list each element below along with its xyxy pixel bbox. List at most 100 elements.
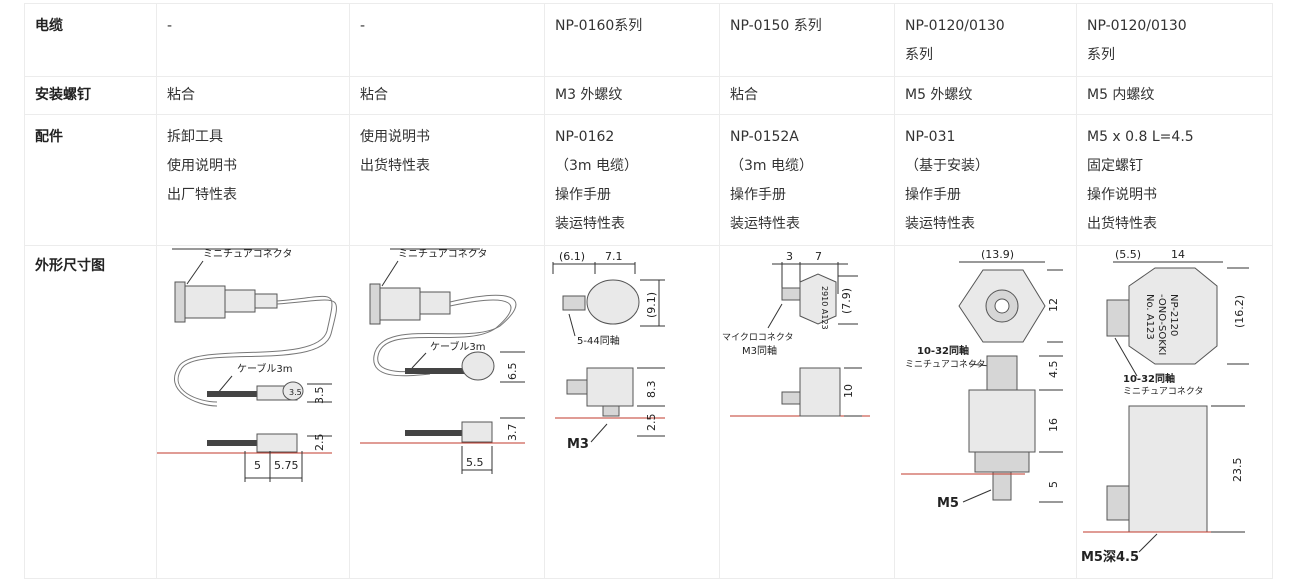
dimension-label: 16	[1047, 418, 1060, 432]
table-cell: 粘合	[349, 76, 545, 115]
cell-text: 粘合	[167, 87, 195, 103]
dimension-label: 5.75	[274, 459, 299, 472]
table-cell: -	[156, 3, 350, 77]
drawing-cell: (13.9) 12 10-32同軸 ミニチュアコネクタ 4.5 16 5 M5	[894, 245, 1077, 579]
cell-text: M5 内螺纹	[1087, 87, 1155, 103]
table-cell: NP-0152A（3m 电缆）操作手册装运特性表	[719, 114, 895, 246]
table-cell: NP-031（基于安装）操作手册装运特性表	[894, 114, 1077, 246]
model-marking: No. A123	[1144, 294, 1155, 340]
dimension-label: (9.1)	[645, 292, 658, 318]
dimension-label: 7.1	[605, 250, 623, 263]
cell-text: NP-0120/0130	[905, 18, 1005, 34]
cell-text: 粘合	[730, 87, 758, 103]
cell-text: （3m 电缆）	[730, 158, 813, 174]
cell-text: 系列	[1087, 47, 1115, 63]
table-cell: 粘合	[156, 76, 350, 115]
thread-label: 5-44同軸	[577, 334, 620, 347]
cell-text: 出货特性表	[360, 158, 430, 174]
table-cell: NP-0162 （3m 电缆） 操作手册装运特性表	[544, 114, 720, 246]
dimension-drawing: ミニチュアコネクタ ケーブル3m 3.5 3.5 2.5 5 5.75	[157, 248, 337, 482]
thread-label: M3同軸	[742, 344, 777, 357]
cell-text: 出厂特性表	[167, 187, 237, 203]
cell-text: 操作手册	[730, 187, 786, 203]
dimension-label: 23.5	[1231, 458, 1244, 483]
mount-label: M5深4.5	[1081, 549, 1139, 565]
table-cell: 拆卸工具使用说明书出厂特性表	[156, 114, 350, 246]
dimension-label: 10	[842, 384, 855, 398]
connector-label: ミニチュアコネクタ	[203, 248, 292, 260]
table-cell: M5 内螺纹	[1076, 76, 1273, 115]
cell-text: 操作说明书	[1087, 187, 1157, 203]
table-cell: NP-0150 系列	[719, 3, 895, 77]
mount-label: M3	[567, 437, 589, 452]
cell-text: 装运特性表	[905, 216, 975, 232]
model-marking: NP-2120	[1168, 294, 1179, 336]
table-cell: M5 外螺纹	[894, 76, 1077, 115]
row-header: 电缆	[24, 3, 157, 77]
cell-text: 使用说明书	[167, 158, 237, 174]
dimension-drawing: (13.9) 12 10-32同軸 ミニチュアコネクタ 4.5 16 5 M5	[901, 248, 1063, 511]
cell-text: M5 x 0.8 L=4.5	[1087, 129, 1194, 145]
cell-text: 出货特性表	[1087, 216, 1157, 232]
cell-text: -	[167, 18, 173, 34]
cable-label: ケーブル3m	[237, 362, 293, 375]
cell-text: 装运特性表	[555, 216, 625, 232]
dimension-label: 3.7	[506, 424, 519, 442]
drawing-cell: ミニチュアコネクタ ケーブル3m 3.5 3.5 2.5 5 5.75	[156, 245, 350, 579]
cable-label: ケーブル3m	[430, 340, 486, 353]
drawing-cell: 3 7 2910 A123 (7.9) マイクロコネクタ M3同軸 10	[719, 245, 895, 579]
dimension-label: 2.5	[645, 414, 658, 432]
cell-text: NP-031	[905, 129, 956, 145]
drawing-cell: (6.1) 7.1 (9.1) 5-44同軸 8.3 2.5 M3	[544, 245, 720, 579]
table-cell: M3 外螺纹	[544, 76, 720, 115]
dimension-label: 12	[1047, 298, 1060, 312]
cell-text: M3 外螺纹	[555, 87, 623, 103]
model-marking: 2910 A123	[820, 286, 829, 330]
dimension-drawing: (6.1) 7.1 (9.1) 5-44同軸 8.3 2.5 M3	[552, 250, 665, 452]
cell-text: NP-0162	[555, 129, 615, 145]
drawing-cell: ミニチュアコネクタ ケーブル3m 6.5 3.7 5.5	[349, 245, 545, 579]
cell-text: 固定螺钉	[1087, 158, 1143, 174]
table-cell: NP-0120/0130 系列	[1076, 3, 1273, 77]
cell-text: （3m 电缆）	[555, 158, 638, 174]
dimension-label: (13.9)	[981, 248, 1014, 261]
dimension-label: 5.5	[466, 456, 484, 469]
cell-text: 拆卸工具	[167, 129, 223, 145]
dimension-label: 7	[815, 250, 822, 263]
thread-label: 10-32同軸	[1123, 372, 1175, 385]
row-header: 配件	[24, 114, 157, 246]
table-cell: M5 x 0.8 L=4.5 固定螺钉操作说明书出货特性表	[1076, 114, 1273, 246]
connector-label: マイクロコネクタ	[722, 332, 793, 343]
cell-text: 操作手册	[555, 187, 611, 203]
dimension-label: 6.5	[506, 363, 519, 381]
cell-text: NP-0120/0130	[1087, 18, 1187, 34]
dimension-label: 8.3	[645, 381, 658, 399]
model-marking: -ONO-SOKKI	[1156, 294, 1167, 355]
connector-label: ミニチュアコネクタ	[905, 359, 985, 370]
connector-label: ミニチュアコネクタ	[1123, 386, 1203, 397]
dimension-label: 2.5	[313, 434, 326, 452]
cell-text: NP-0150 系列	[730, 18, 822, 34]
dimension-label: (6.1)	[559, 250, 585, 263]
drawing-cell: (5.5) 14 NP-2120 -ONO-SOKKI No. A123 (16…	[1076, 245, 1273, 579]
dimension-label: 3.5	[313, 387, 326, 405]
table-cell: NP-0160系列	[544, 3, 720, 77]
mount-label: M5	[937, 496, 959, 511]
table-cell: 粘合	[719, 76, 895, 115]
table-cell: -	[349, 3, 545, 77]
cell-text: 操作手册	[905, 187, 961, 203]
thread-label: 10-32同軸	[917, 344, 969, 357]
cell-text: NP-0160系列	[555, 18, 643, 34]
cell-text: M5 外螺纹	[905, 87, 973, 103]
dimension-label: (5.5)	[1115, 248, 1141, 261]
table-cell: 使用说明书出货特性表	[349, 114, 545, 246]
dimension-label: 5	[1047, 481, 1060, 488]
dimension-drawing: (5.5) 14 NP-2120 -ONO-SOKKI No. A123 (16…	[1081, 248, 1249, 565]
dimension-label: 3.5	[289, 388, 302, 397]
cell-text: 使用说明书	[360, 129, 430, 145]
